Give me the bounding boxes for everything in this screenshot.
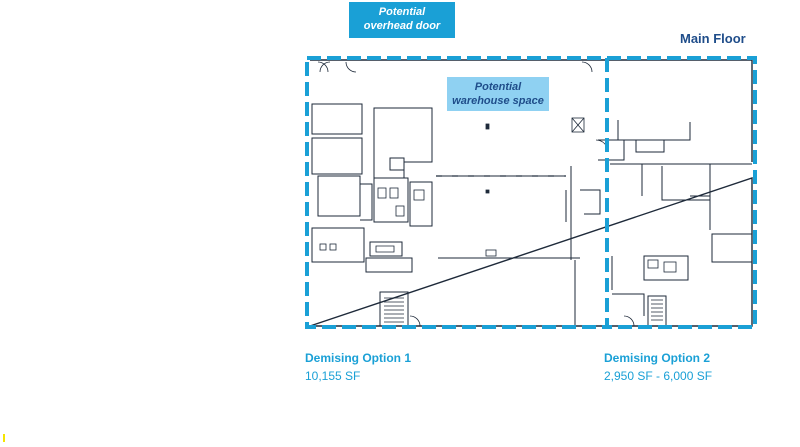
demising-outline-option-2 xyxy=(607,56,757,329)
stair-treads xyxy=(384,297,663,323)
overhead-door-callout: Potential overhead door xyxy=(349,2,455,38)
demising-option-2: Demising Option 2 2,950 SF - 6,000 SF xyxy=(604,349,712,385)
demising-option-1: Demising Option 1 10,155 SF xyxy=(305,349,411,385)
demising-option-1-area: 10,155 SF xyxy=(305,369,361,383)
demising-option-2-title: Demising Option 2 xyxy=(604,351,711,365)
warehouse-callout-line-1: Potential xyxy=(474,81,522,93)
overhead-door-callout-line-2: overhead door xyxy=(363,20,441,32)
demising-option-1-title: Demising Option 1 xyxy=(305,351,412,365)
floor-title: Main Floor xyxy=(680,31,746,46)
corner-marker xyxy=(3,434,5,442)
warehouse-callout: Potential warehouse space xyxy=(447,77,549,111)
warehouse-callout-line-2: warehouse space xyxy=(452,95,544,107)
demising-option-2-area: 2,950 SF - 6,000 SF xyxy=(604,369,713,383)
fixtures xyxy=(319,117,677,273)
overhead-door-callout-line-1: Potential xyxy=(378,6,426,18)
interior-walls xyxy=(311,103,753,327)
